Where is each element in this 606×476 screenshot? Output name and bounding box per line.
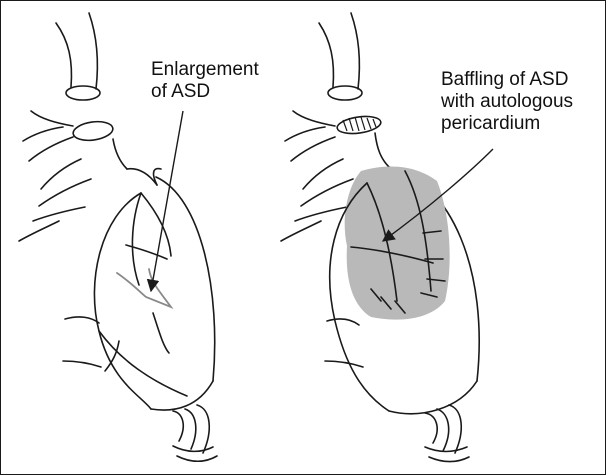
right-label-line-1: Baffling of ASD xyxy=(441,69,573,91)
left-label-line-1: Enlargement xyxy=(151,59,259,81)
right-label-line-3: pericardium xyxy=(441,113,573,135)
right-label-line-2: with autologous xyxy=(441,91,573,113)
left-label-line-2: of ASD xyxy=(151,81,259,103)
left-panel-label: Enlargement of ASD xyxy=(151,59,259,103)
right-panel-label: Baffling of ASD with autologous pericard… xyxy=(441,69,573,135)
